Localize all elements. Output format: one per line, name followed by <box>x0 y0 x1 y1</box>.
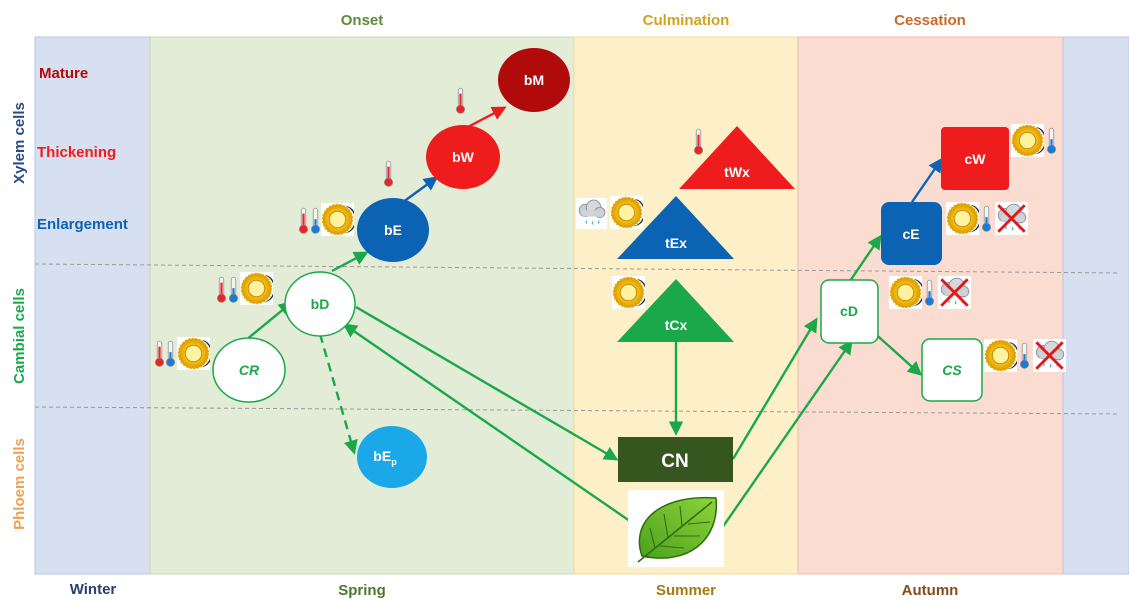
arrow-bd-to-cn <box>355 305 619 461</box>
svg-text:bD: bD <box>311 296 330 312</box>
sun-icon <box>177 337 210 370</box>
season-autumn: Autumn <box>902 582 959 599</box>
group-cambial-cells: Cambial cells <box>11 288 28 384</box>
group-phloem-cells: Phloem cells <box>11 438 28 530</box>
cs-drivers <box>984 339 1066 372</box>
stage-mature: Mature <box>39 65 88 82</box>
arrow-bw-to-bm <box>463 106 507 131</box>
season-summer: Summer <box>656 582 716 599</box>
node-bd: bD <box>284 271 356 337</box>
svg-text:bM: bM <box>524 72 544 88</box>
no-rain-icon <box>995 202 1028 235</box>
node-cw: cW <box>941 127 1009 190</box>
tcx-drivers <box>612 276 645 309</box>
season-winter: Winter <box>70 581 117 598</box>
stage-enlargement: Enlargement <box>37 216 128 233</box>
season-spring: Spring <box>338 582 386 599</box>
sun-icon <box>610 196 643 229</box>
node-tcx: tCx <box>617 279 734 342</box>
sun-icon <box>321 203 354 236</box>
group-xylem-cells: Xylem cells <box>11 102 28 184</box>
arrow-leaf-to-cd <box>721 339 853 529</box>
svg-text:cD: cD <box>840 303 858 319</box>
stage-thickening: Thickening <box>37 144 116 161</box>
cd-drivers <box>889 276 971 309</box>
sun-icon <box>946 202 979 235</box>
node-bw: bW <box>426 125 500 189</box>
node-bep: bEp <box>357 426 427 488</box>
tex-drivers <box>576 196 643 229</box>
node-bm: bM <box>498 48 570 112</box>
cloud-rain-icon <box>576 198 607 229</box>
sun-icon <box>612 276 645 309</box>
svg-text:CN: CN <box>661 451 688 472</box>
svg-text:CR: CR <box>239 362 260 378</box>
arrow-bd-to-be <box>331 251 369 273</box>
winter-band-left <box>34 36 151 575</box>
node-cn: CN <box>618 437 733 482</box>
spring-band <box>149 36 575 575</box>
leaf-icon <box>628 490 724 567</box>
node-twx: tWx <box>679 126 795 189</box>
arrow-leaf-to-bd <box>342 323 641 529</box>
arrow-bd-to-bep-dashed <box>318 333 358 455</box>
svg-text:CS: CS <box>942 362 962 378</box>
separator-xylem-cambial <box>34 263 1121 274</box>
svg-text:cW: cW <box>965 151 987 167</box>
svg-text:bEp: bEp <box>373 448 397 467</box>
separator-cambial-phloem <box>34 406 1121 415</box>
arrow-cr-to-bd <box>245 301 294 341</box>
svg-text:tCx: tCx <box>665 317 688 333</box>
arrow-cn-to-cd <box>731 317 818 460</box>
svg-text:cE: cE <box>902 226 919 242</box>
sun-icon <box>889 276 922 309</box>
node-ce: cE <box>881 202 942 265</box>
svg-text:tEx: tEx <box>665 235 687 251</box>
no-rain-icon <box>1033 339 1066 372</box>
svg-text:bE: bE <box>384 222 402 238</box>
phase-cessation: Cessation <box>894 12 966 29</box>
ce-drivers <box>946 202 1028 235</box>
arrow-cd-to-ce <box>849 234 882 282</box>
node-cd: cD <box>820 279 879 344</box>
arrow-ce-to-cw <box>911 157 943 203</box>
sun-icon <box>984 339 1017 372</box>
node-cr: CR <box>212 337 286 403</box>
node-cs: CS <box>921 338 983 402</box>
sun-icon <box>1011 124 1044 157</box>
arrow-cd-to-cs <box>870 329 923 376</box>
no-rain-icon <box>938 276 971 309</box>
phase-onset: Onset <box>341 12 384 29</box>
svg-text:bW: bW <box>452 149 475 165</box>
winter-band-right <box>1062 36 1129 575</box>
svg-text:tWx: tWx <box>724 164 750 180</box>
phase-culmination: Culmination <box>643 12 730 29</box>
node-be: bE <box>357 198 429 262</box>
node-tex: tEx <box>617 196 734 259</box>
sun-icon <box>240 272 273 305</box>
